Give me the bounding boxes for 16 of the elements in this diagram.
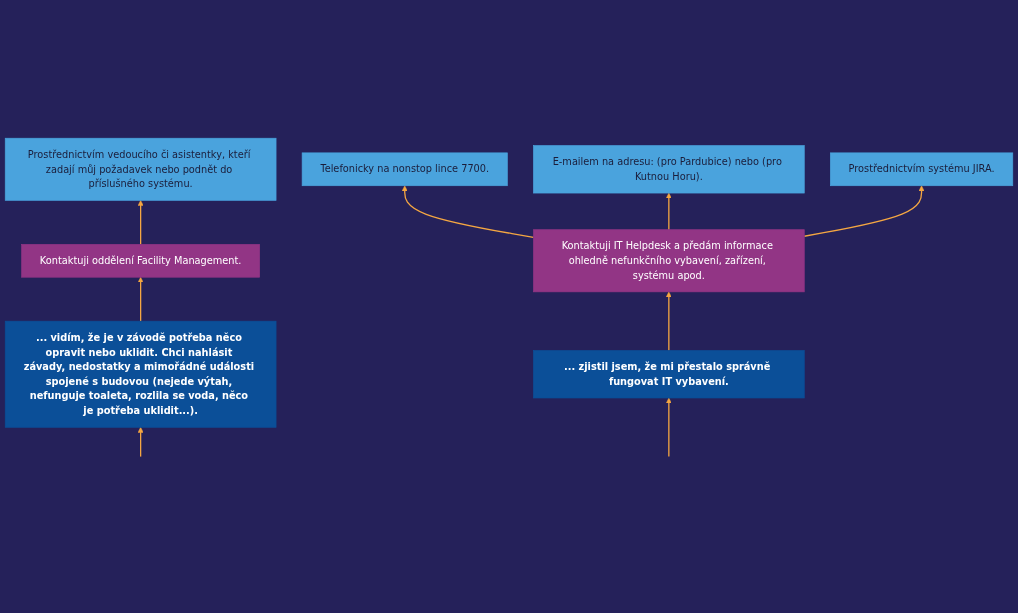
arrow	[666, 397, 672, 458]
node-box: E-mailem na adresu: (pro Pardubice) nebo (pro Kutnou Horu).	[533, 145, 805, 194]
arrow	[803, 185, 925, 237]
node-box: Prostřednictvím vedoucího či asistentky, kteří zadají můj požadavek nebo podnět do příslušného systému.	[4, 137, 277, 201]
arrow	[666, 291, 672, 352]
node-box: ... zjistil jsem, že mi přestalo správně fungovat IT vybavení.	[533, 350, 805, 399]
arrow	[666, 192, 672, 231]
arrow	[137, 427, 144, 458]
arrow	[137, 276, 144, 322]
node-box: Prostřednictvím systému JIRA.	[830, 152, 1014, 187]
node-box: ... vidím, že je v závodě potřeba něco opravit nebo uklidit. Chci nahlásit závady, nedostatky a mimořádné události spojené s budovou (nejede výtah, nefunguje toaleta, rozlila se voda, něco je potřeba uklidit...).	[4, 320, 277, 428]
arrow	[137, 200, 144, 245]
arrow	[401, 185, 535, 238]
node-box: Kontaktuji IT Helpdesk a předám informace ohledně nefunkčního vybavení, zařízení, systému apod.	[533, 229, 805, 293]
node-box: Telefonicky na nonstop lince 7700.	[301, 152, 508, 187]
node-box: Kontaktuji oddělení Facility Management.	[21, 244, 260, 278]
